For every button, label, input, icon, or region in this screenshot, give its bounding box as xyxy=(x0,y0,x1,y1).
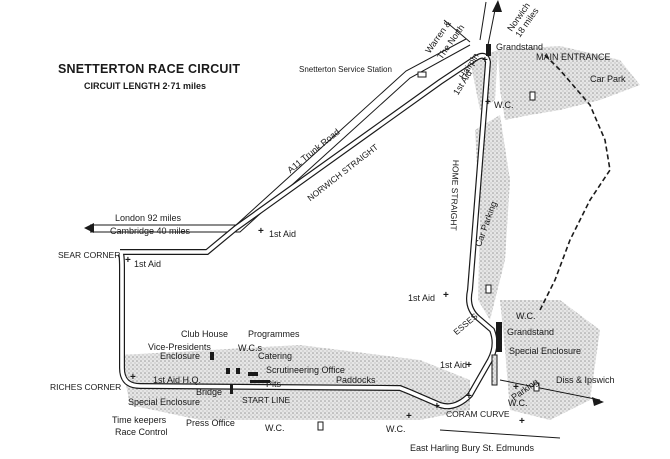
time-keepers-label: Time keepers xyxy=(112,415,167,425)
cambridge-label: Cambridge 40 miles xyxy=(110,226,191,236)
entrance-route xyxy=(539,54,611,311)
coram-curve-label: CORAM CURVE xyxy=(446,409,510,419)
car-park-label: Car Park xyxy=(590,74,626,84)
club-house-label: Club House xyxy=(181,329,229,339)
programmes-label: Programmes xyxy=(248,329,300,339)
wc-label: W.C. xyxy=(494,100,514,110)
grandstand-top-label: Grandstand xyxy=(496,42,544,52)
first-aid-cross-icon: + xyxy=(485,97,491,108)
riches-corner-label: RICHES CORNER xyxy=(50,382,122,392)
first-aid-cross-icon: + xyxy=(258,226,264,237)
first-aid-cross-icon: + xyxy=(466,391,472,402)
east-harling-label: East Harling Bury St. Edmunds xyxy=(410,443,535,453)
first-aid-cross-icon: + xyxy=(519,416,525,427)
first-aid-cross-icon: + xyxy=(125,255,131,266)
press-office-label: Press Office xyxy=(186,418,235,428)
first-aid-cross-icon: + xyxy=(130,372,136,383)
first-aid-cross-icon: + xyxy=(443,290,449,301)
first-aid-cross-icon: + xyxy=(466,360,472,371)
first-aid-label: 1st Aid xyxy=(408,293,436,303)
pits-label: Pits xyxy=(266,379,282,389)
london-label: London 92 miles xyxy=(115,213,182,223)
wc-label: W.C. xyxy=(386,424,406,434)
main-entrance-label: MAIN ENTRANCE xyxy=(536,52,611,62)
first-aid-label: 1st Aid xyxy=(134,259,162,269)
wcs-label: W.C.s xyxy=(238,343,262,353)
buildings xyxy=(210,44,502,394)
vice-presidents-label: Vice-Presidents xyxy=(148,342,211,352)
wc-label: W.C. xyxy=(508,398,528,408)
sear-corner-label: SEAR CORNER xyxy=(58,250,121,260)
catering-label: Catering xyxy=(258,351,293,361)
a11-trunk-road xyxy=(90,1,601,439)
first-aid-cross-icon: + xyxy=(513,382,519,393)
wc-label: W.C. xyxy=(265,423,285,433)
wc-label: W.C. xyxy=(516,311,536,321)
wc-icons xyxy=(317,91,540,431)
grandstand-mid-label: Grandstand xyxy=(507,327,555,337)
shaded-areas xyxy=(120,46,640,420)
diss-label: Diss & Ipswich xyxy=(556,375,615,385)
service-station-marker xyxy=(417,71,427,78)
bridge-label: Bridge xyxy=(196,387,223,397)
service-station-label: Snetterton Service Station xyxy=(299,65,392,74)
special-enclosure-right-label: Special Enclosure xyxy=(509,346,582,356)
first-aid-cross-icon: + xyxy=(434,401,440,412)
home-straight-label: HOME STRAIGHT xyxy=(448,159,461,231)
start-line-label: START LINE xyxy=(242,395,291,405)
map-subtitle: CIRCUIT LENGTH 2·71 miles xyxy=(84,81,207,91)
first-aid-hq-label: 1st Aid H.Q. xyxy=(153,375,202,385)
race-circuit xyxy=(117,52,498,410)
first-aid-cross-icon: + xyxy=(482,55,488,66)
scrutineering-label: Scrutineering Office xyxy=(266,365,345,375)
special-enclosure-left-label: Special Enclosure xyxy=(128,397,201,407)
enclosure-label: Enclosure xyxy=(160,351,201,361)
first-aid-label: 1st Aid xyxy=(440,360,468,370)
first-aid-label: 1st Aid xyxy=(269,229,297,239)
direction-arrows xyxy=(84,0,604,406)
first-aid-cross-icon: + xyxy=(406,411,412,422)
race-control-label: Race Control xyxy=(115,427,168,437)
map-title: SNETTERTON RACE CIRCUIT xyxy=(58,62,241,76)
paddocks-label: Paddocks xyxy=(336,375,376,385)
